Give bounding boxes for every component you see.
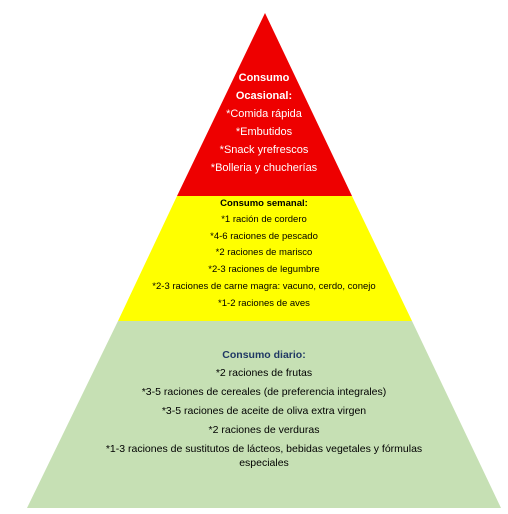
occasional-item: *Snack yrefrescos <box>219 144 309 156</box>
weekly-item: *4-6 raciones de pescado <box>210 230 318 242</box>
daily-item: *1-3 raciones de sustitutos de lácteos, … <box>105 443 423 469</box>
occasional-item: *Embutidos <box>235 126 293 138</box>
weekly-tier-text: Consumo semanal: *1 ración de cordero *4… <box>150 196 378 313</box>
weekly-title: Consumo semanal: <box>220 198 308 209</box>
daily-item: *3-5 raciones de aceite de oliva extra v… <box>161 405 367 417</box>
pyramid-tier-occasional <box>177 13 352 196</box>
daily-item: *2 raciones de frutas <box>215 367 313 379</box>
occasional-title-line2: Ocasional: <box>235 90 293 102</box>
weekly-item: *2-3 raciones de carne magra: vacuno, ce… <box>152 281 376 292</box>
daily-item: *3-5 raciones de cereales (de preferenci… <box>141 386 387 398</box>
occasional-item: *Bolleria y chucherías <box>210 162 318 174</box>
weekly-item: *1 ración de cordero <box>221 214 307 225</box>
pyramid-tier-daily <box>27 321 501 508</box>
occasional-title-line1: Consumo <box>238 72 290 84</box>
weekly-item: *2 raciones de marisco <box>215 247 313 258</box>
daily-tier-text: Consumo diario: *2 raciones de frutas *3… <box>95 346 433 470</box>
occasional-tier-text: Consumo Ocasional: *Comida rápida *Embut… <box>169 69 359 177</box>
daily-title: Consumo diario: <box>222 349 306 361</box>
occasional-item: *Comida rápida <box>226 108 302 120</box>
weekly-item: *2-3 raciones de legumbre <box>208 263 320 275</box>
pyramid-tier-weekly <box>118 196 412 321</box>
daily-item: *2 raciones de verduras <box>208 424 320 436</box>
weekly-item: *1-2 raciones de aves <box>218 298 310 309</box>
